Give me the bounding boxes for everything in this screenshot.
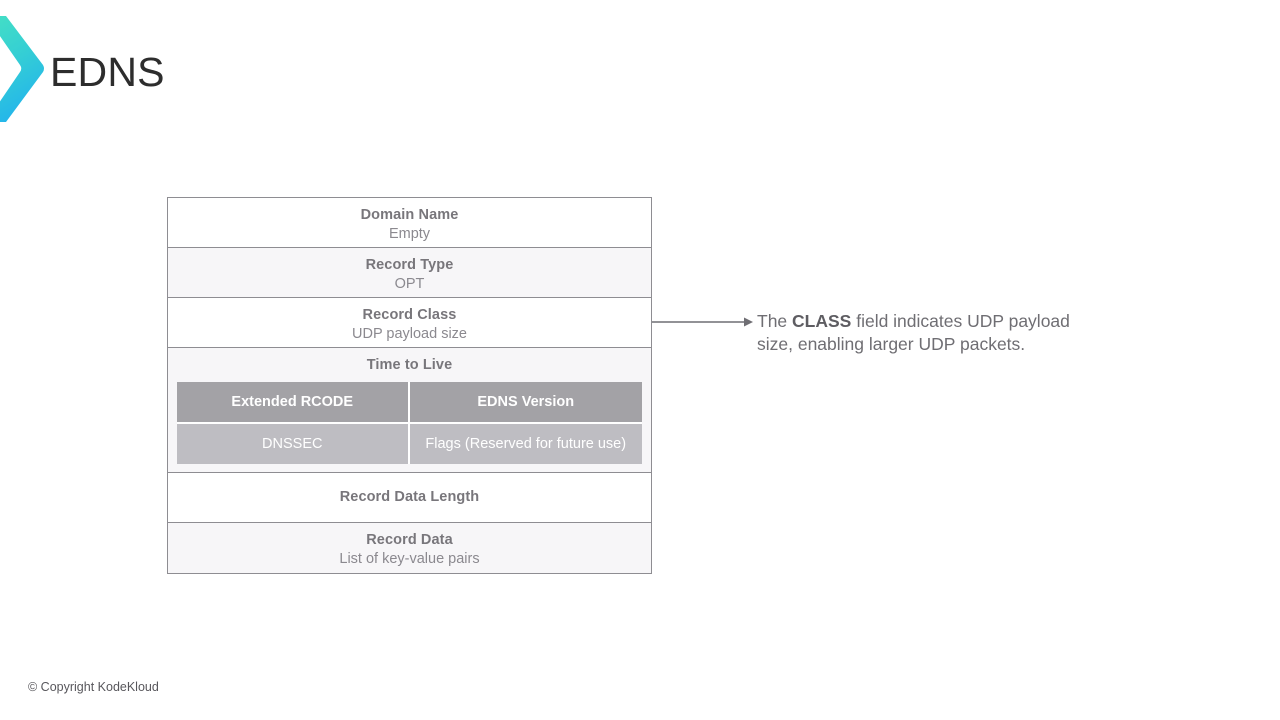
packet-row-record-data: Record Data List of key-value pairs <box>168 523 651 573</box>
callout-text-emphasis: CLASS <box>792 311 852 331</box>
ttl-subrow-lower: DNSSEC Flags (Reserved for future use) <box>177 424 642 464</box>
callout-text-rest: field indicates UDP payload size, enabli… <box>757 311 1070 354</box>
field-value-record-type: OPT <box>394 276 425 292</box>
callout-description: The CLASS field indicates UDP payload si… <box>757 310 1102 356</box>
ttl-subfield-grid: Extended RCODE EDNS Version DNSSEC Flags… <box>177 382 642 464</box>
kodekloud-chevron-logo-icon <box>0 16 44 122</box>
callout-text-lead: The <box>757 311 793 331</box>
footer-copyright: © Copyright KodeKloud <box>28 680 159 694</box>
field-value-domain-name: Empty <box>388 226 431 242</box>
ttl-cell-extended-rcode: Extended RCODE <box>177 382 410 422</box>
packet-row-domain-name: Domain Name Empty <box>168 198 651 248</box>
packet-row-time-to-live: Time to Live Extended RCODE EDNS Version… <box>168 348 651 473</box>
field-value-record-class: UDP payload size <box>352 326 467 342</box>
edns-packet-diagram: Domain Name Empty Record Type OPT Record… <box>167 197 652 574</box>
ttl-subrow-upper: Extended RCODE EDNS Version <box>177 382 642 424</box>
field-title-record-data-length: Record Data Length <box>339 489 480 505</box>
field-title-time-to-live: Time to Live <box>366 357 453 373</box>
field-title-record-data: Record Data <box>366 532 453 548</box>
packet-row-record-type: Record Type OPT <box>168 248 651 298</box>
slide-header: EDNS <box>0 0 1280 130</box>
page-title: EDNS <box>50 49 165 95</box>
ttl-cell-edns-version: EDNS Version <box>409 382 642 422</box>
field-title-record-class: Record Class <box>362 307 457 323</box>
ttl-cell-flags: Flags (Reserved for future use) <box>409 424 642 464</box>
field-title-record-type: Record Type <box>365 257 454 273</box>
field-value-record-data: List of key-value pairs <box>339 551 480 567</box>
callout-right-arrow-icon <box>652 308 756 336</box>
ttl-cell-dnssec: DNSSEC <box>177 424 410 464</box>
field-title-domain-name: Domain Name <box>360 207 459 223</box>
packet-row-record-data-length: Record Data Length <box>168 473 651 523</box>
packet-row-record-class: Record Class UDP payload size <box>168 298 651 348</box>
